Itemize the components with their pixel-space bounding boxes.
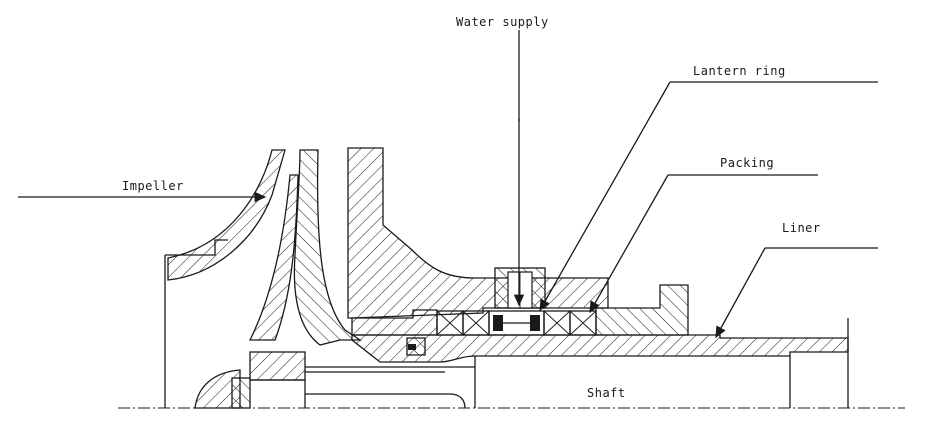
impeller-nut (194, 369, 241, 409)
shaft (305, 318, 849, 409)
label-shaft: Shaft (587, 386, 626, 400)
impeller-back (248, 174, 299, 341)
impeller-body (293, 149, 363, 346)
label-water-supply: Water supply (456, 15, 549, 29)
leader-lines (18, 30, 878, 339)
seal-step-black (408, 344, 416, 350)
gland (595, 284, 689, 336)
lantern-ring (488, 310, 545, 336)
impeller-shroud (167, 149, 286, 281)
label-packing: Packing (720, 156, 775, 170)
label-lantern-ring: Lantern ring (693, 64, 786, 78)
shaft-sleeve-end (249, 351, 306, 381)
impeller-nut-ring (231, 377, 251, 409)
casing-back-plate (347, 147, 609, 319)
shaft-liner (351, 334, 849, 363)
label-impeller: Impeller (122, 179, 184, 193)
label-liner: Liner (782, 221, 821, 235)
